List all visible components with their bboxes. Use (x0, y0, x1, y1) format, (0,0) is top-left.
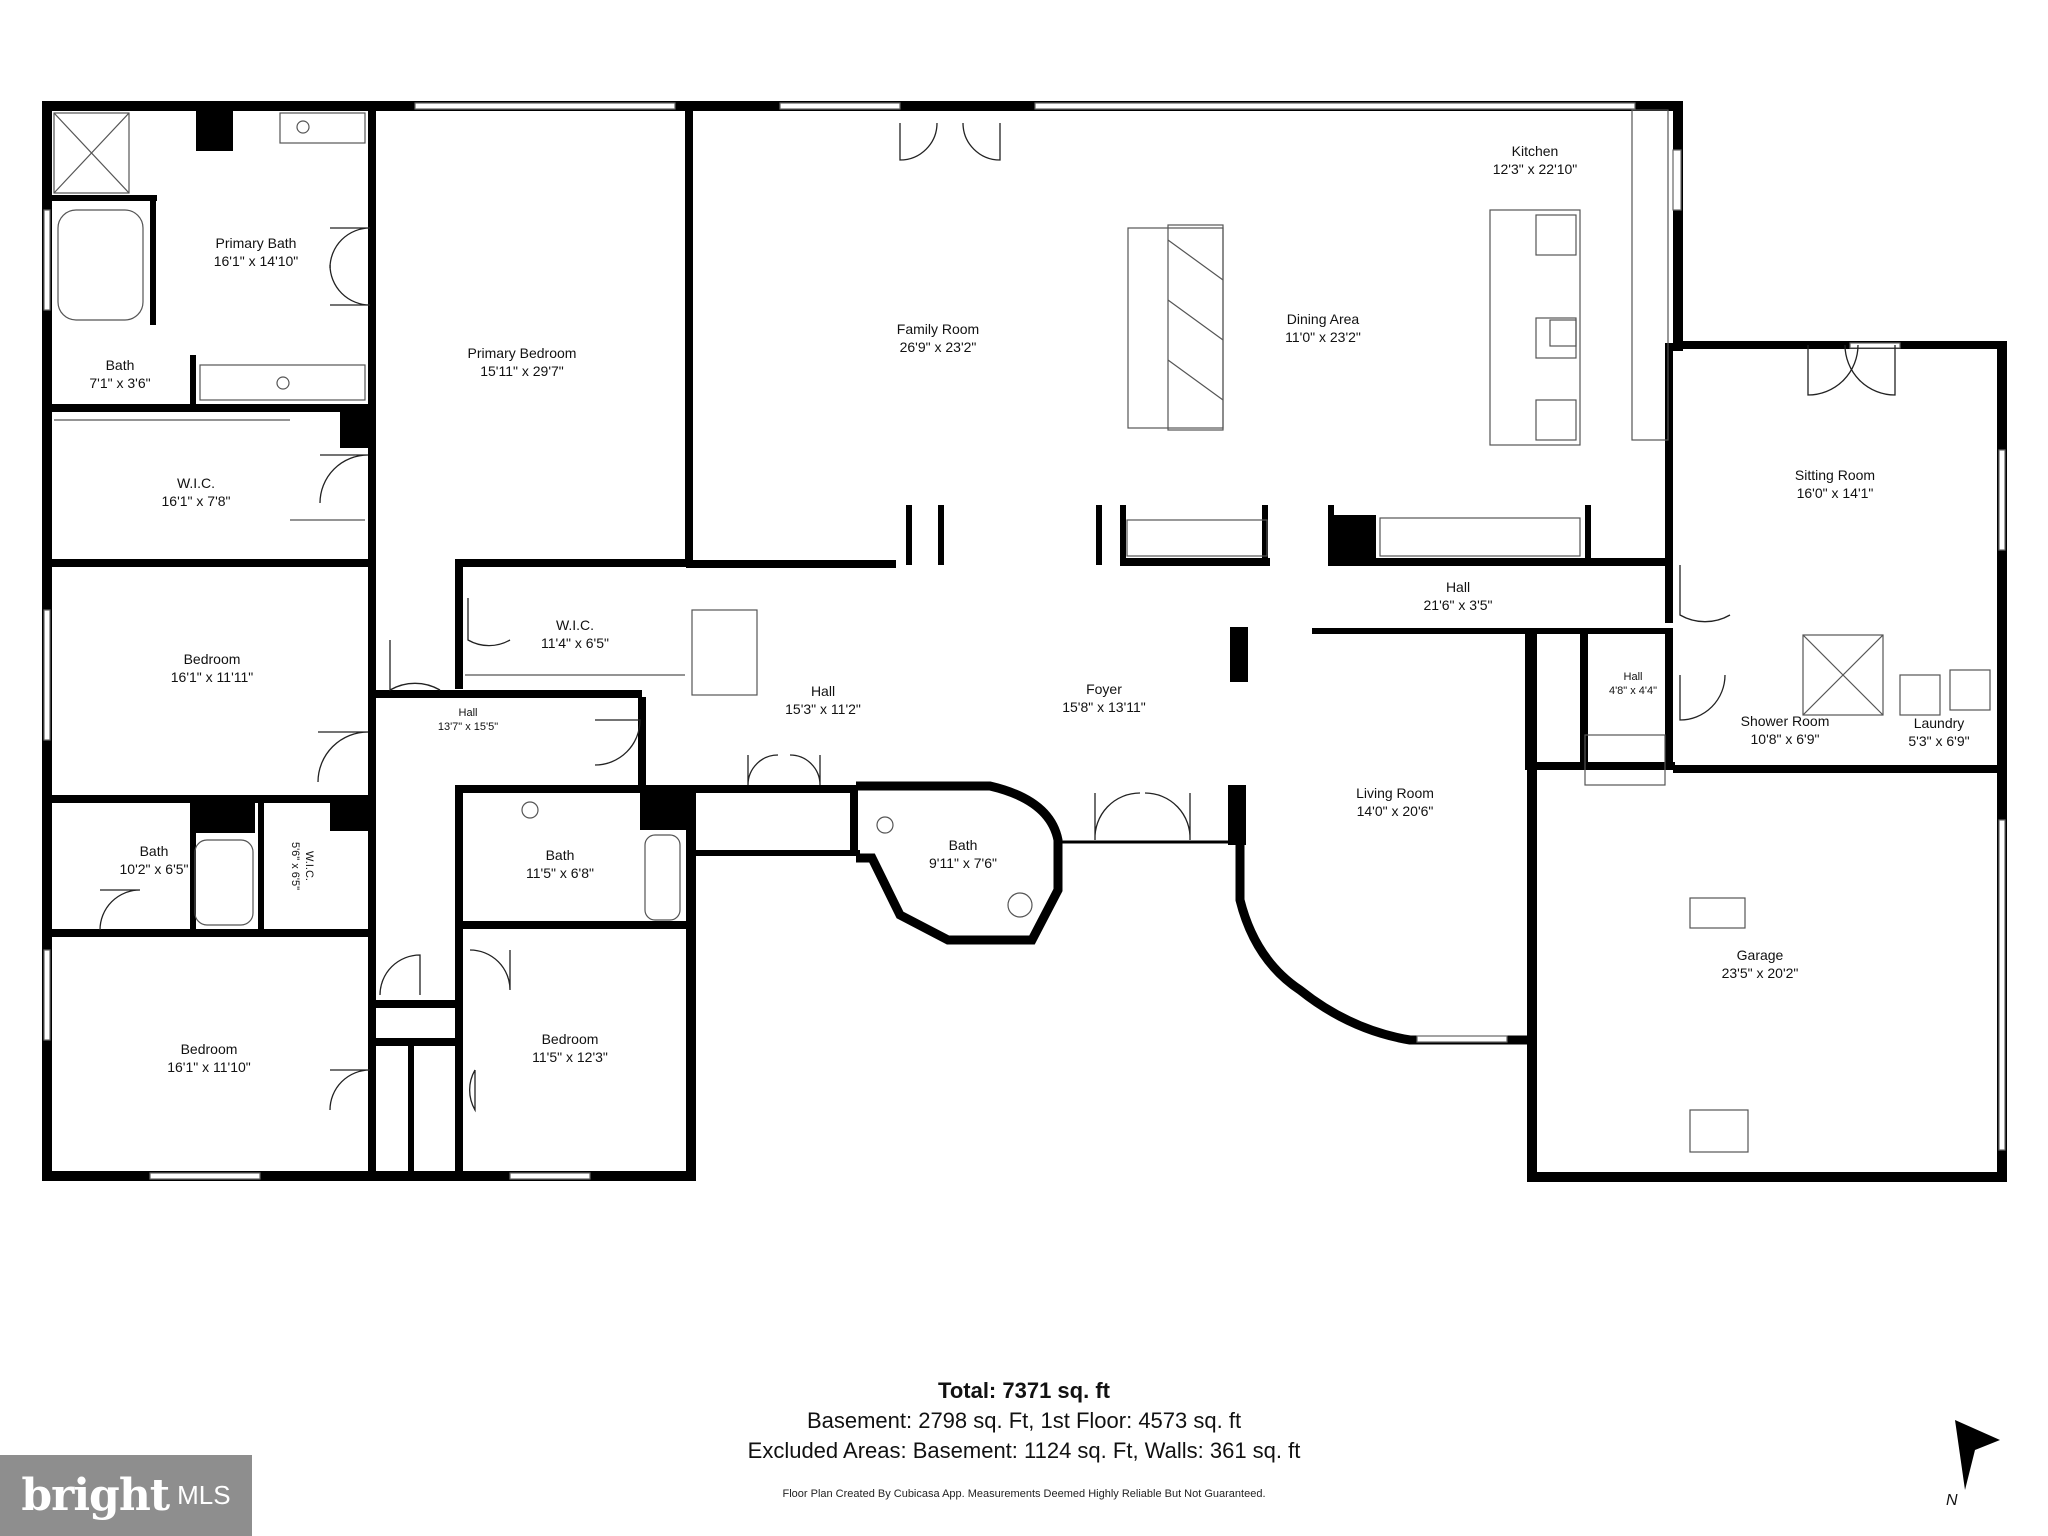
logo-suffix: MLS (177, 1480, 231, 1510)
room-dims: 16'1" x 11'10" (167, 1059, 251, 1075)
room-name: Sitting Room (1794, 467, 1876, 483)
total-area: Total: 7371 sq. ft (938, 1378, 1110, 1403)
room-hall-west: Hall 13'7" x 15'5" (438, 706, 498, 734)
room-laundry: Laundry 5'3" x 6'9" (1908, 714, 1969, 750)
room-name: Hall (1623, 671, 1643, 683)
room-dims: 5'6" x 6'5" (289, 841, 301, 891)
room-name: W.I.C. (176, 475, 216, 491)
room-dims: 11'4" x 6'5" (541, 635, 609, 651)
room-wic-3: W.I.C. 5'6" x 6'5" (288, 842, 316, 890)
room-name: Primary Bath (215, 235, 297, 251)
room-dims: 7'1" x 3'6" (89, 375, 151, 391)
room-name: Shower Room (1740, 713, 1830, 729)
room-dims: 14'0" x 20'6" (1356, 803, 1434, 819)
room-shower-room: Shower Room 10'8" x 6'9" (1741, 712, 1830, 748)
room-primary-bath: Primary Bath 16'1" x 14'10" (214, 234, 299, 270)
curved-walls (856, 781, 1533, 1045)
room-wic-1: W.I.C. 16'1" x 7'8" (162, 474, 231, 510)
room-name: Bath (545, 847, 575, 863)
room-dims: 23'5" x 20'2" (1721, 965, 1799, 981)
floor-areas: Basement: 2798 sq. Ft, 1st Floor: 4573 s… (806, 1408, 1242, 1433)
room-dims: 4'8" x 4'4" (1608, 685, 1658, 697)
room-dining-area: Dining Area 11'0" x 23'2" (1285, 310, 1361, 346)
room-name: Hall (810, 683, 836, 699)
room-dims: 21'6" x 3'5" (1423, 597, 1493, 613)
excluded-areas: Excluded Areas: Basement: 1124 sq. Ft, W… (747, 1438, 1301, 1463)
interior-walls (42, 101, 1998, 1181)
room-bath-1: Bath 10'2" x 6'5" (120, 842, 189, 878)
room-name: Bath (948, 837, 978, 853)
room-name: Foyer (1086, 681, 1122, 697)
room-kitchen: Kitchen 12'3" x 22'10" (1493, 142, 1578, 178)
room-dims: 26'9" x 23'2" (899, 339, 977, 355)
room-dims: 16'1" x 7'8" (161, 493, 231, 509)
room-family-room: Family Room 26'9" x 23'2" (897, 320, 979, 356)
room-sitting-room: Sitting Room 16'0" x 14'1" (1795, 466, 1875, 502)
room-hall-center: Hall 15'3" x 11'2" (785, 682, 861, 718)
room-bath-small: Bath 7'1" x 3'6" (89, 356, 150, 392)
room-hall-small: Hall 4'8" x 4'4" (1609, 670, 1657, 698)
north-arrow-icon: N (1920, 1420, 2010, 1520)
room-name: Kitchen (1511, 143, 1559, 159)
room-name: Bedroom (541, 1031, 599, 1047)
fixtures (53, 109, 1991, 1153)
room-dims: 16'1" x 11'11" (170, 669, 254, 685)
room-dims: 12'3" x 22'10" (1492, 161, 1578, 177)
room-dims: 16'0" x 14'1" (1796, 485, 1874, 501)
room-name: Bath (139, 843, 169, 859)
room-bath-2: Bath 11'5" x 6'8" (526, 846, 594, 882)
room-name: Hall (458, 707, 478, 719)
room-name: W.I.C. (555, 617, 595, 633)
room-dims: 15'11" x 29'7" (480, 363, 564, 379)
exterior-walls (42, 101, 2007, 1182)
room-primary-bedroom: Primary Bedroom 15'11" x 29'7" (468, 344, 577, 380)
compass-label: N (1946, 1492, 1958, 1509)
room-bedroom-2: Bedroom 16'1" x 11'10" (167, 1040, 251, 1076)
compass-arrow-icon (1955, 1420, 2000, 1490)
room-dims: 11'5" x 12'3" (532, 1049, 608, 1065)
room-living-room: Living Room 14'0" x 20'6" (1356, 784, 1434, 820)
area-totals: Total: 7371 sq. ft Basement: 2798 sq. Ft… (0, 1376, 2048, 1466)
room-bedroom-3: Bedroom 11'5" x 12'3" (532, 1030, 608, 1066)
room-name: Primary Bedroom (467, 345, 577, 361)
room-name: Bedroom (180, 1041, 238, 1057)
room-dims: 13'7" x 15'5" (437, 721, 499, 733)
room-name: Bedroom (183, 651, 241, 667)
room-wic-2: W.I.C. 11'4" x 6'5" (541, 616, 609, 652)
disclaimer: Floor Plan Created By Cubicasa App. Meas… (782, 1488, 1266, 1500)
room-name: Hall (1445, 579, 1471, 595)
room-bath-3: Bath 9'11" x 7'6" (929, 836, 997, 872)
room-dims: 11'0" x 23'2" (1285, 329, 1361, 345)
room-hall-east: Hall 21'6" x 3'5" (1424, 578, 1493, 614)
doors (99, 122, 1896, 1113)
room-name: Family Room (896, 321, 980, 337)
room-dims: 16'1" x 14'10" (213, 253, 299, 269)
room-dims: 10'8" x 6'9" (1750, 731, 1820, 747)
room-name: Dining Area (1286, 311, 1360, 327)
room-garage: Garage 23'5" x 20'2" (1722, 946, 1799, 982)
room-foyer: Foyer 15'8" x 13'11" (1062, 680, 1146, 716)
room-dims: 11'5" x 6'8" (526, 865, 594, 881)
logo-brand: bright (21, 1470, 170, 1521)
room-dims: 5'3" x 6'9" (1908, 733, 1970, 749)
room-dims: 15'3" x 11'2" (785, 701, 861, 717)
room-dims: 9'11" x 7'6" (929, 855, 997, 871)
room-name: Living Room (1356, 785, 1434, 801)
bright-mls-logo: bright MLS (0, 1455, 252, 1536)
room-name: W.I.C. (303, 851, 315, 881)
room-bedroom-1: Bedroom 16'1" x 11'11" (171, 650, 254, 686)
room-name: Laundry (1913, 715, 1965, 731)
room-name: Bath (105, 357, 135, 373)
room-dims: 10'2" x 6'5" (119, 861, 189, 877)
room-dims: 15'8" x 13'11" (1062, 699, 1146, 715)
room-name: Garage (1736, 947, 1784, 963)
windows (43, 102, 2006, 1180)
